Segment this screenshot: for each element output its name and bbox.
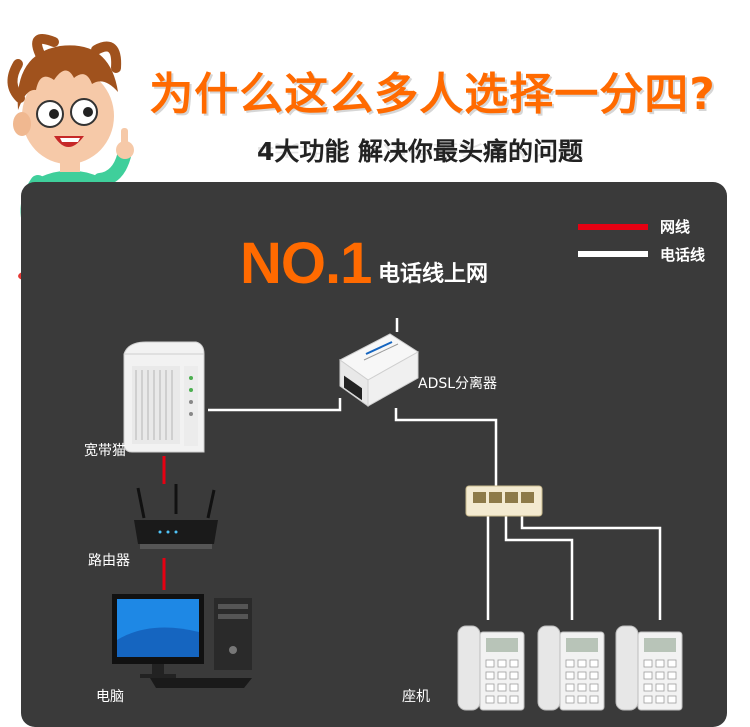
phone-line-modem-splitter	[208, 398, 342, 412]
legend-phone-line-swatch	[578, 251, 648, 257]
subheadline: 4大功能 解决你最头痛的问题	[256, 137, 584, 166]
adsl-splitter-icon	[339, 333, 419, 407]
modem-icon	[123, 341, 205, 453]
router-label: 路由器	[88, 553, 130, 569]
phone-line-splitter-junction	[394, 408, 498, 486]
phone-junction-box-icon	[465, 485, 543, 517]
phone-line-phone-2	[504, 516, 574, 620]
section-title: 电话线上网	[378, 262, 489, 287]
legend-network-line-label: 网线	[660, 218, 691, 236]
section-number: NO.1	[240, 231, 372, 296]
computer-label: 电脑	[96, 689, 124, 705]
legend-phone-line-label: 电话线	[660, 246, 706, 264]
telephone-icon-1	[457, 625, 525, 711]
router-icon	[134, 484, 218, 549]
computer-icon	[112, 594, 252, 688]
headline: 为什么这么多人选择一分四?	[149, 69, 716, 120]
telephone-icon-2	[537, 625, 605, 711]
telephone-icon-3	[615, 625, 683, 711]
adsl-splitter-label: ADSL分离器	[418, 376, 498, 392]
phone-line-phone-3	[520, 516, 662, 620]
legend-network-line-swatch	[578, 224, 648, 230]
modem-label: 宽带猫	[84, 443, 126, 459]
phones-label: 座机	[402, 689, 430, 705]
